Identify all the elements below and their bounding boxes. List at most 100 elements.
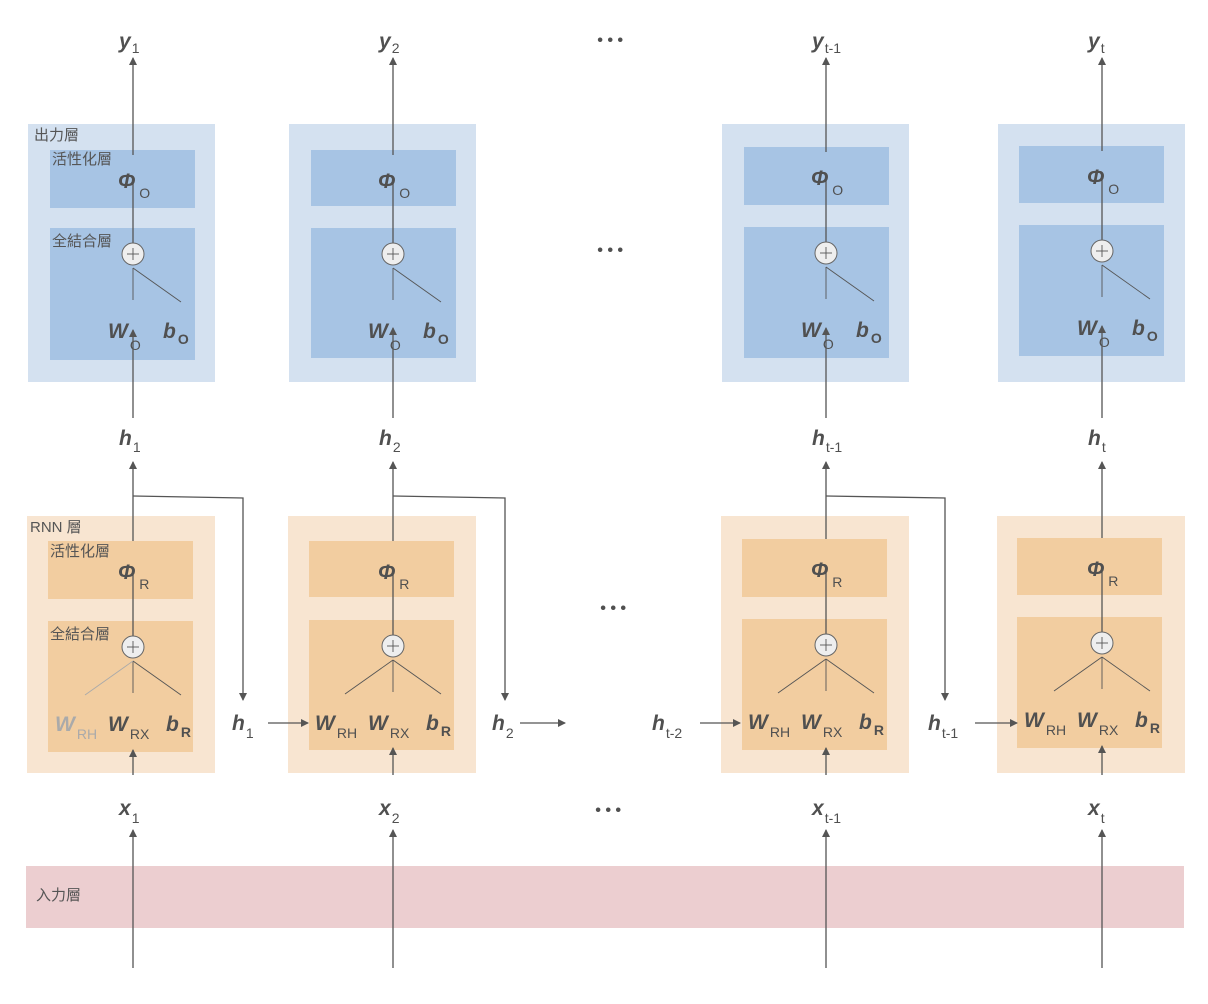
col3-output-activation (744, 147, 889, 205)
col3-out-b-edge (825, 266, 875, 302)
col3-w-rh-main: W (748, 711, 770, 734)
col4-output-activation (1019, 146, 1164, 203)
col4-rnn-wh-edge (1053, 656, 1103, 692)
col1-b-r-main: b (166, 713, 179, 736)
col1-y-label-main: y (118, 30, 132, 53)
col4-y-label-sub: t (1101, 40, 1105, 56)
col4-x-label: xt (1087, 797, 1105, 826)
col4-x-label-main: x (1087, 797, 1101, 820)
col1-h-label: h1 (119, 427, 141, 455)
col3-rnn-wh-edge (777, 658, 827, 694)
recurrent-2-path (392, 495, 509, 701)
col3-w-o: WO (801, 319, 834, 352)
recurrent-2-h-label-main: h (492, 712, 505, 735)
col4-b-o-main: b (1132, 317, 1145, 340)
col3-h-label-sub: t-1 (826, 439, 843, 455)
ellipsis-2: • • • (597, 242, 623, 259)
col1-y-label: y1 (118, 30, 140, 56)
col1-b-o-sub: O (178, 331, 189, 347)
col2-w-o: WO (368, 320, 401, 353)
col4-h-label-sub: t (1102, 439, 1106, 455)
recurrent-3-h-label-sub: t-2 (666, 725, 683, 741)
col3-w-o-sub: O (823, 336, 834, 352)
col1-phi-r-sub: R (139, 576, 149, 592)
col4-b-o-sub: O (1147, 328, 1158, 344)
col1-h-label-sub: 1 (133, 439, 141, 455)
recurrent-3-h-label: ht-2 (652, 712, 682, 741)
col3-y-label-sub: t-1 (825, 40, 842, 56)
col3-x-label-sub: t-1 (825, 810, 842, 826)
col2-x-label-sub: 2 (392, 810, 400, 826)
col4-y-label: yt (1087, 30, 1105, 56)
col1-phi-r-main: Φ (118, 561, 135, 584)
output-layer-label: 出力層 (34, 127, 79, 144)
col4-phi-r-sub: R (1108, 573, 1118, 589)
col1-w-rh-main: W (55, 713, 77, 736)
col2-b-r-sub: R (441, 723, 451, 739)
col4-y-label-main: y (1087, 30, 1101, 53)
col2-phi-r-sub: R (399, 576, 409, 592)
col1-rnn-activation (48, 541, 193, 599)
ellipsis-3: • • • (600, 600, 626, 617)
col2-b-o-main: b (423, 320, 436, 343)
col4-phi-o-sub: O (1108, 181, 1119, 197)
col2-x-label-main: x (378, 797, 392, 820)
col4-w-o-sub: O (1099, 334, 1110, 350)
col2-output-activation (311, 150, 456, 206)
col4-phi-o-main: Φ (1087, 166, 1104, 189)
col2-phi-r-main: Φ (378, 561, 395, 584)
col2-b-o-sub: O (438, 331, 449, 347)
input-layer-band (26, 866, 1184, 928)
col4-b-r-main: b (1135, 709, 1148, 732)
col1-output-activation (50, 150, 195, 208)
col1-phi-o-sub: O (139, 185, 150, 201)
col2-y-label-sub: 2 (392, 40, 400, 56)
recurrent-4-path (825, 495, 949, 701)
col1-b-r-sub: R (181, 724, 191, 740)
col4-w-o-main: W (1077, 317, 1099, 340)
col1-phi-o-main: Φ (118, 170, 135, 193)
col4-w-rh-sub: RH (1046, 722, 1066, 738)
col1-b-o-main: b (163, 320, 176, 343)
ellipsis-1: • • • (597, 32, 623, 49)
col1-w-rh-sub: RH (77, 726, 97, 742)
col3-x-label-main: x (811, 797, 825, 820)
col4-w-o: WO (1077, 317, 1110, 350)
col1-x-label: x1 (118, 797, 140, 826)
col2-h-label-sub: 2 (393, 439, 401, 455)
rnn-fc-label: 全結合層 (50, 625, 110, 643)
col2-out-b-edge (392, 267, 442, 303)
col1-x-label-sub: 1 (132, 810, 140, 826)
col1-h-label-main: h (119, 427, 132, 450)
col3-rnn-b-edge (825, 658, 875, 694)
col3-b-r-sub: R (874, 722, 884, 738)
col1-rnn-b-edge (132, 660, 182, 696)
col2-rnn-b-edge (392, 659, 442, 695)
col3-w-o-main: W (801, 319, 823, 342)
col4-out-b-edge (1101, 264, 1151, 300)
recurrent-4-h-label: ht-1 (928, 712, 958, 741)
output-fc-label: 全結合層 (52, 232, 112, 250)
recurrent-4-h-label-sub: t-1 (942, 725, 959, 741)
recurrent-2-h-label-sub: 2 (506, 725, 514, 741)
col1-w-o: WO (108, 320, 141, 353)
col2-h-label-main: h (379, 427, 392, 450)
recurrent-1-h-label-sub: 1 (246, 725, 254, 741)
col4-rnn-b-edge (1101, 656, 1151, 692)
